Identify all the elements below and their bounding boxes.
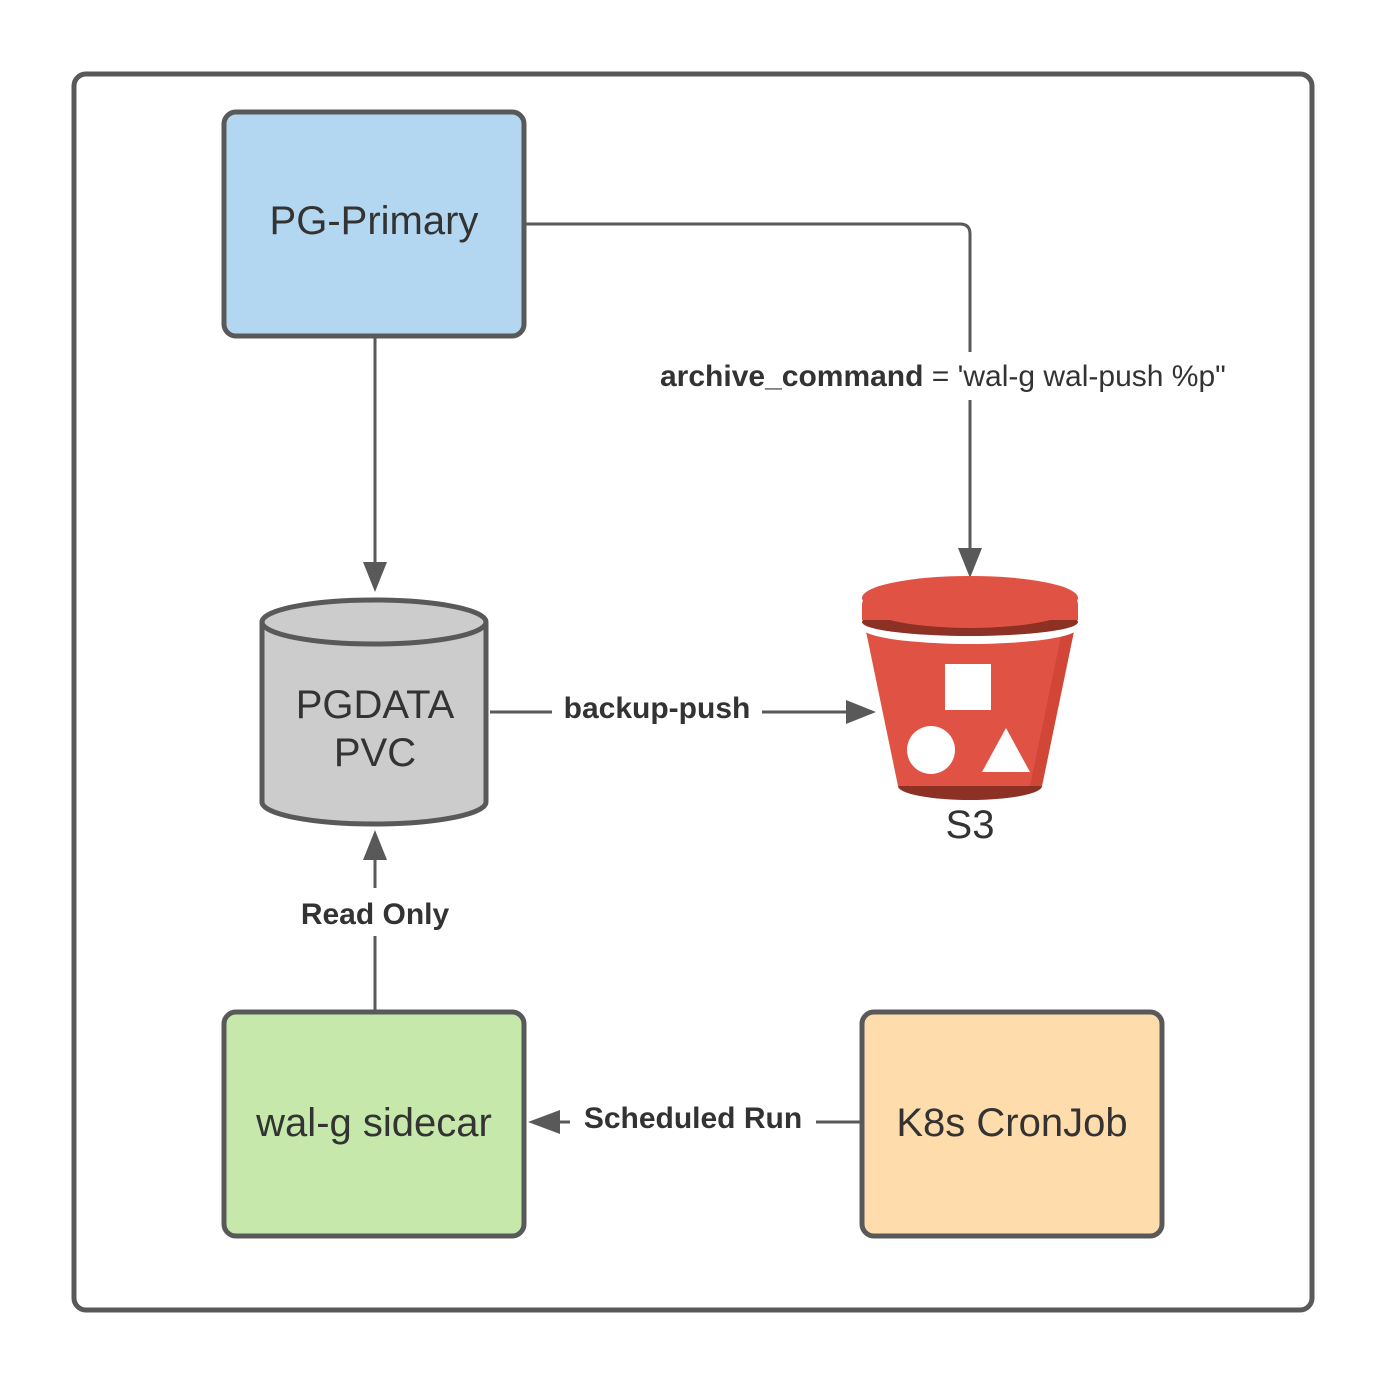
circle-shape-icon — [907, 726, 955, 774]
read-only-label: Read Only — [301, 898, 450, 931]
arrowhead-right-icon — [846, 700, 876, 724]
cylinder-body — [259, 622, 489, 827]
k8s-cronjob-label: K8s CronJob — [896, 1101, 1127, 1145]
node-k8s-cronjob[interactable]: K8s CronJob — [859, 1009, 1165, 1239]
edge-read-only: Read Only — [288, 830, 462, 1010]
arrowhead-down-icon — [958, 548, 982, 578]
triangle-shape-icon — [982, 728, 1030, 772]
pvc-label: PVC — [334, 731, 416, 775]
walg-sidecar-label: wal-g sidecar — [255, 1101, 492, 1145]
node-s3[interactable]: S3 — [862, 576, 1078, 847]
container-frame — [71, 71, 1315, 1313]
edge-backup-push: backup-push — [490, 688, 876, 734]
node-pgdata-pvc[interactable]: PGDATA PVC — [259, 597, 489, 827]
arrowhead-down-icon — [363, 562, 387, 592]
backup-push-label: backup-push — [564, 692, 751, 725]
arrowhead-left-icon — [528, 1110, 560, 1134]
archive-command-label-rest: = 'wal-g wal-push %p" — [923, 360, 1225, 393]
edge-primary-to-pvc — [363, 338, 387, 592]
pg-primary-label: PG-Primary — [270, 199, 479, 243]
cylinder-top — [259, 597, 489, 647]
s3-label: S3 — [946, 803, 995, 847]
arrowhead-up-icon — [363, 830, 387, 860]
scheduled-run-label: Scheduled Run — [584, 1102, 802, 1135]
archive-command-label-bold: archive_command — [660, 360, 923, 393]
node-walg-sidecar[interactable]: wal-g sidecar — [221, 1009, 527, 1239]
edge-archive-command: archive_command = 'wal-g wal-push %p" — [526, 222, 1285, 578]
archive-command-label: archive_command = 'wal-g wal-push %p" — [660, 360, 1226, 393]
square-shape-icon — [945, 664, 991, 710]
pgdata-label: PGDATA — [296, 683, 455, 727]
edge-scheduled-run: Scheduled Run — [528, 1098, 860, 1144]
node-pg-primary[interactable]: PG-Primary — [221, 109, 527, 339]
s3-bucket-icon — [862, 576, 1078, 800]
